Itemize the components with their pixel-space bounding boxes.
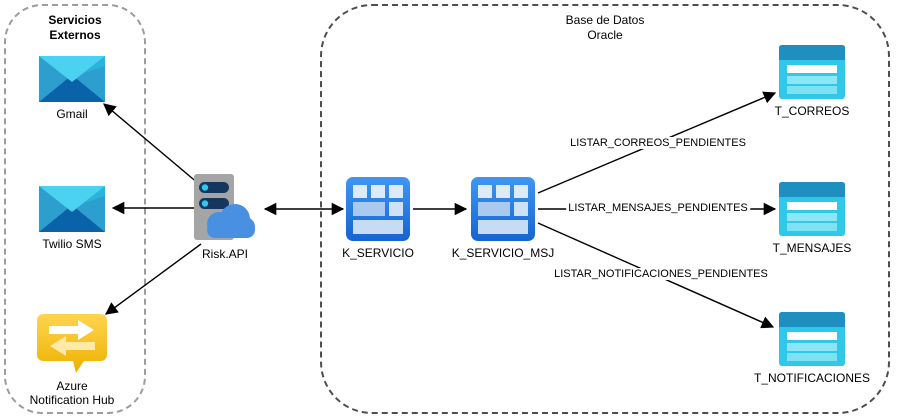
group-title-line: Externos — [49, 28, 101, 42]
node-label: T_NOTIFICACIONES — [754, 371, 871, 385]
table-icon — [779, 45, 845, 99]
edge-label-listar-mensajes-pendientes: LISTAR_MENSAJES_PENDIENTES — [566, 202, 750, 214]
service-blocks-icon — [471, 177, 535, 241]
node-risk-api[interactable]: Risk.API — [170, 174, 280, 261]
table-icon — [779, 312, 845, 366]
node-gmail[interactable]: Gmail — [17, 56, 127, 121]
node-k-servicio[interactable]: K_SERVICIO — [323, 177, 433, 260]
edge-label-listar-notificaciones-pendientes: LISTAR_NOTIFICACIONES_PENDIENTES — [552, 268, 770, 280]
node-label-line: Azure — [56, 379, 88, 393]
node-t-notificaciones[interactable]: T_NOTIFICACIONES — [754, 312, 871, 385]
node-label: Azure Notification Hub — [30, 379, 115, 407]
group-title-line: Base de Datos — [565, 13, 645, 27]
group-servicios-externos-title: Servicios Externos — [6, 13, 144, 43]
group-servicios-externos: Servicios Externos — [4, 4, 146, 414]
service-blocks-icon — [346, 177, 410, 241]
node-t-correos[interactable]: T_CORREOS — [757, 45, 867, 118]
table-icon — [779, 182, 845, 236]
node-label: Risk.API — [201, 247, 248, 261]
node-label: K_SERVICIO — [342, 246, 414, 260]
group-oracle-title: Base de Datos Oracle — [322, 13, 888, 43]
node-label: T_MENSAJES — [772, 241, 852, 255]
envelope-icon — [39, 186, 105, 232]
api-server-cloud-icon — [194, 174, 255, 240]
notification-hub-icon — [37, 314, 107, 373]
node-azure-notification-hub[interactable]: Azure Notification Hub — [17, 314, 127, 407]
edge-label-listar-correos-pendientes: LISTAR_CORREOS_PENDIENTES — [568, 137, 748, 149]
node-label-line: Notification Hub — [29, 393, 115, 407]
node-k-servicio-msj[interactable]: K_SERVICIO_MSJ — [448, 177, 558, 260]
node-label: Twilio SMS — [42, 237, 102, 251]
group-title-line: Oracle — [587, 28, 623, 42]
node-label: T_CORREOS — [774, 104, 850, 118]
group-title-line: Servicios — [48, 13, 102, 27]
node-label: Gmail — [56, 107, 88, 121]
node-label: K_SERVICIO_MSJ — [451, 246, 555, 260]
envelope-icon — [39, 56, 105, 102]
node-twilio-sms[interactable]: Twilio SMS — [17, 186, 127, 251]
node-t-mensajes[interactable]: T_MENSAJES — [757, 182, 867, 255]
